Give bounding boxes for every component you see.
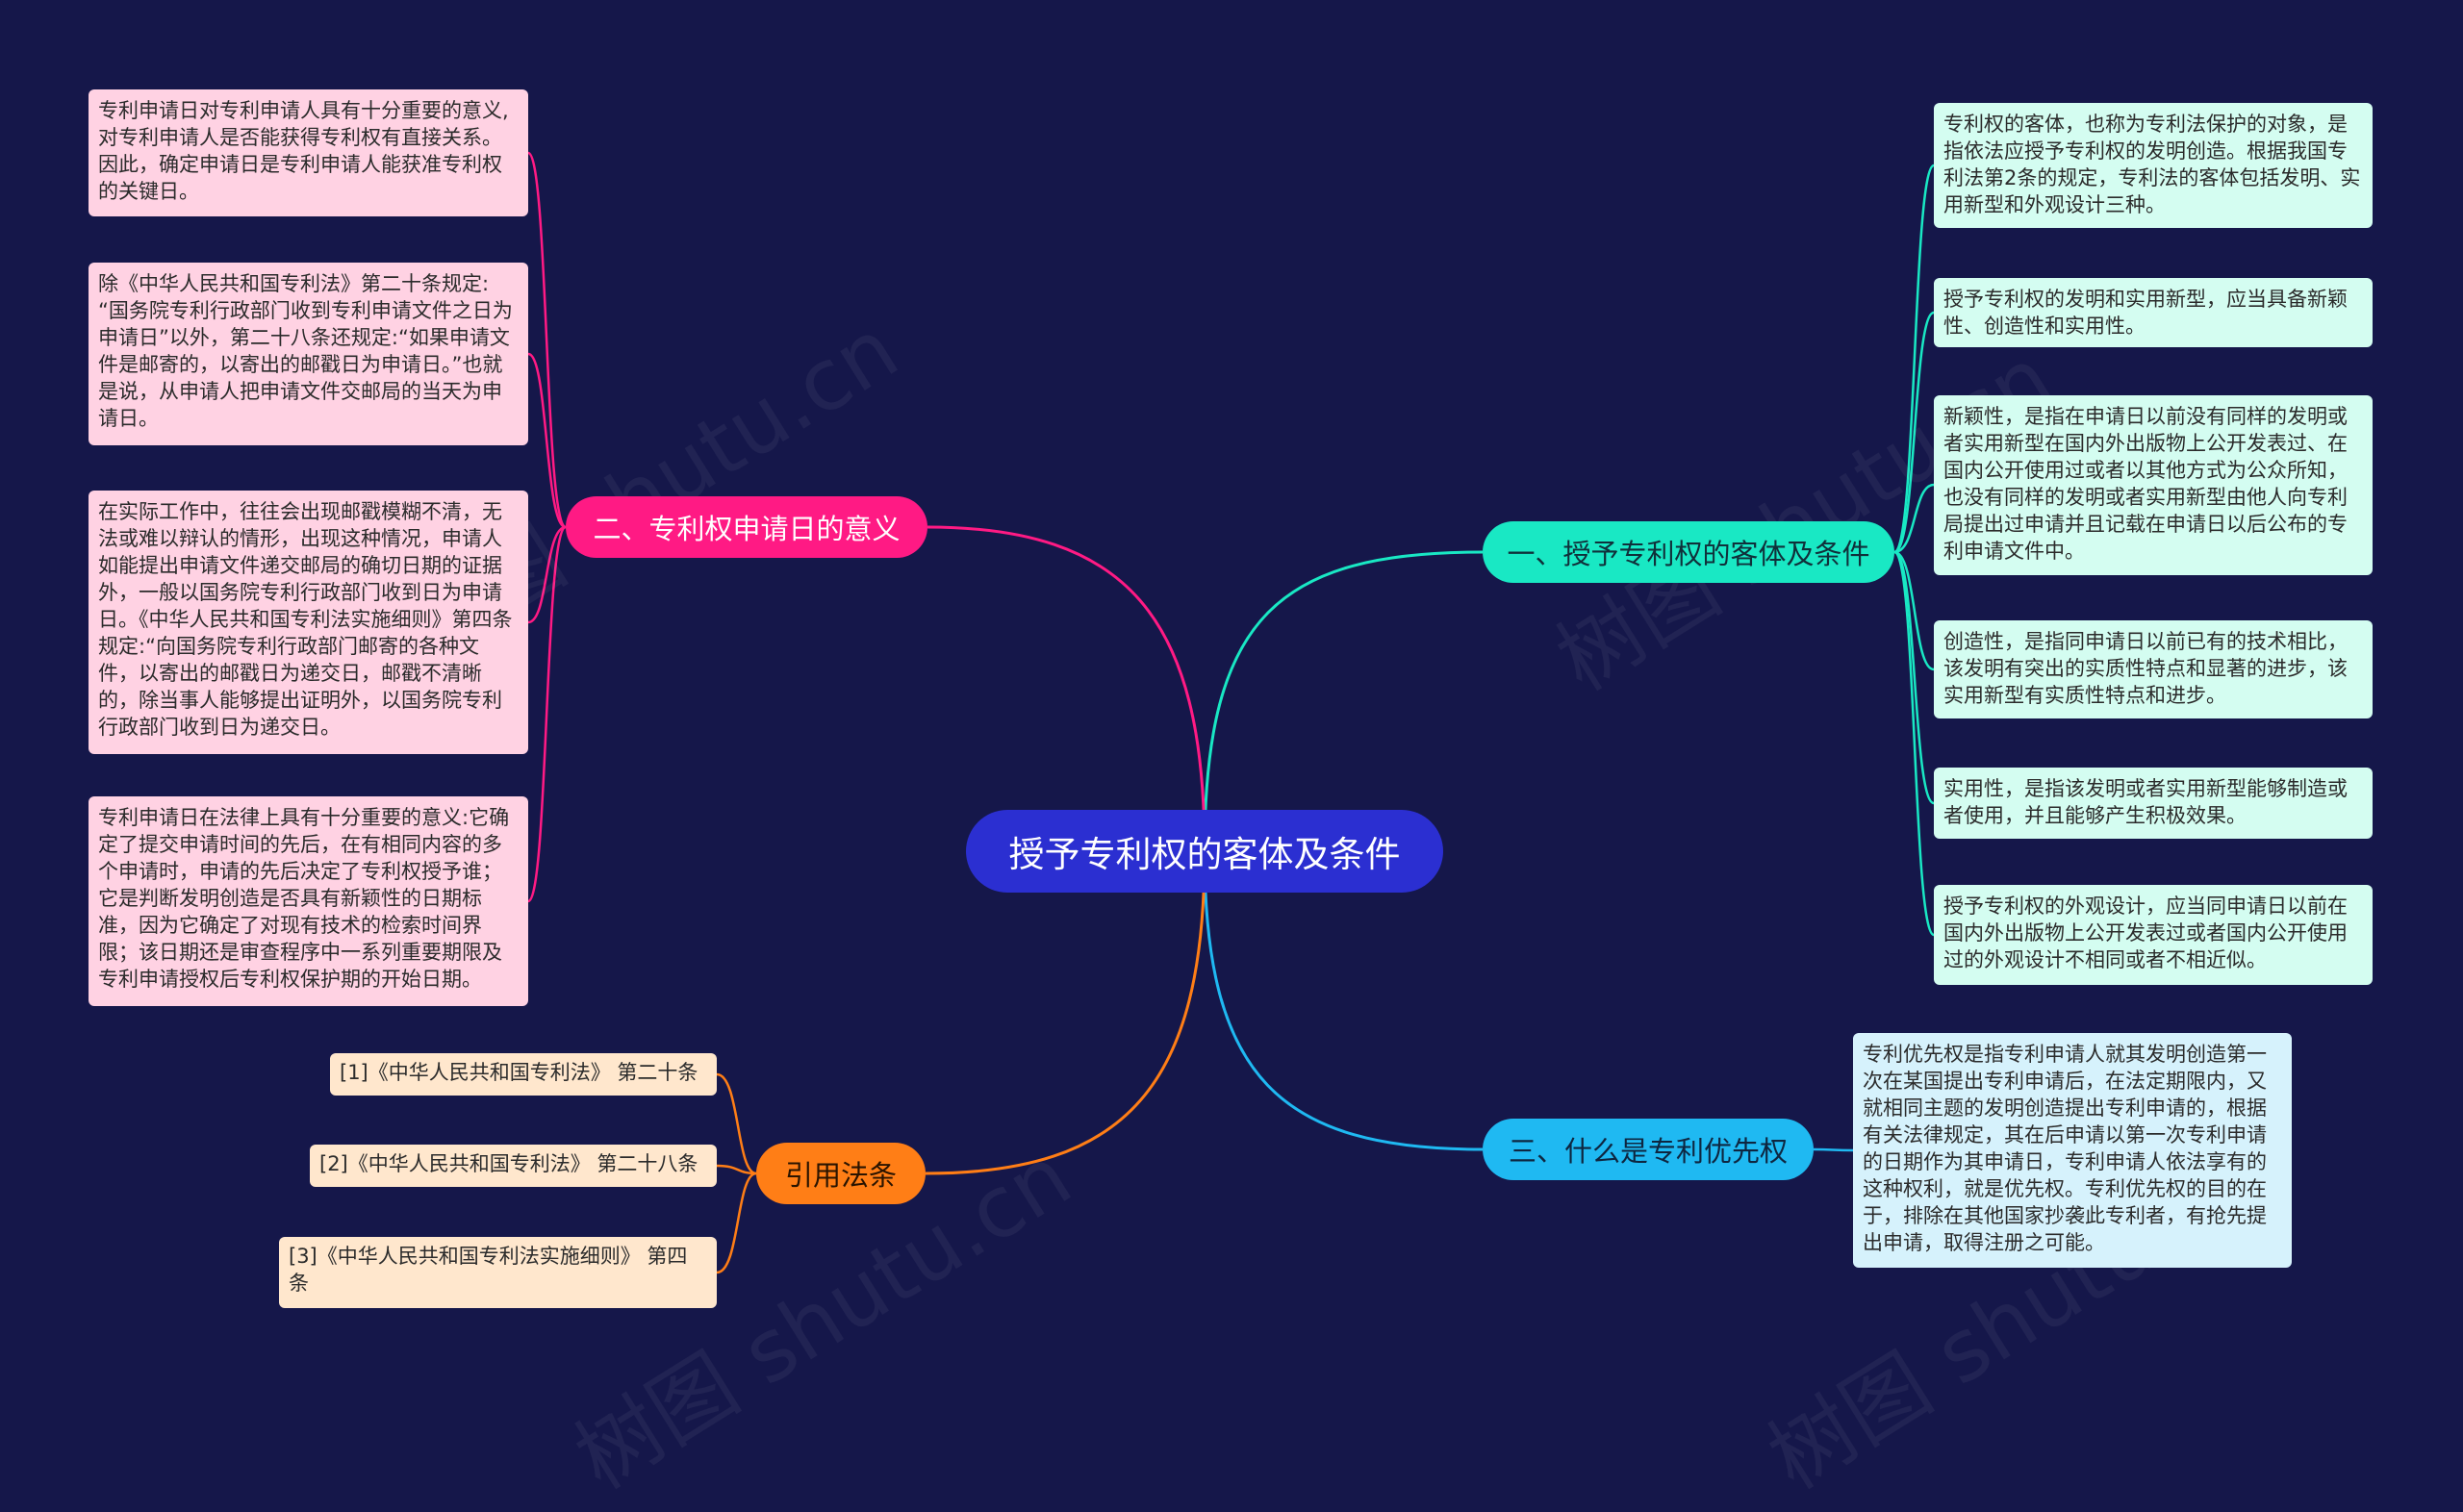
link-pink-leaf-2: [527, 352, 567, 529]
leaf-citation-2[interactable]: [2]《中华人民共和国专利法》 第二十八条: [310, 1145, 717, 1187]
leaf-invention-requirements[interactable]: 授予专利权的发明和实用新型，应当具备新颖性、创造性和实用性。: [1934, 278, 2373, 347]
link-teal-leaf-4: [1893, 550, 1935, 671]
link-blue-leaf-1: [1813, 1147, 1854, 1152]
branch-cited-laws[interactable]: 引用法条: [756, 1143, 926, 1204]
link-teal-leaf-3: [1893, 483, 1935, 554]
link-pink-leaf-3: [527, 525, 567, 624]
link-pink-leaf-4: [526, 525, 568, 903]
leaf-design-requirement[interactable]: 授予专利权的外观设计，应当同申请日以前在国内外出版物上公开发表过或者国内公开使用…: [1934, 885, 2373, 985]
leaf-novelty[interactable]: 新颖性，是指在申请日以前没有同样的发明或者实用新型在国内外出版物上公开发表过、在…: [1934, 395, 2373, 575]
leaf-practicality[interactable]: 实用性，是指该发明或者实用新型能够制造或者使用，并且能够产生积极效果。: [1934, 768, 2373, 839]
link-teal-leaf-1: [1892, 164, 1936, 554]
link-root-branch-1: [1203, 550, 1484, 852]
link-root-branch-3: [1203, 850, 1484, 1151]
link-orange-leaf-3: [716, 1172, 757, 1274]
link-teal-leaf-5: [1893, 550, 1935, 805]
leaf-filing-date-law[interactable]: 除《中华人民共和国专利法》第二十条规定: “国务院专利行政部门收到专利申请文件之…: [89, 263, 528, 445]
leaf-citation-3[interactable]: [3]《中华人民共和国专利法实施细则》 第四条: [279, 1237, 717, 1308]
mindmap-canvas: 树图 shutu.cn 树图 shutu.cn 树图 shutu.cn 树图 s…: [89, 89, 2373, 1508]
branch-filing-date-meaning[interactable]: 二、专利权申请日的意义: [566, 496, 927, 558]
leaf-filing-date-importance[interactable]: 专利申请日对专利申请人具有十分重要的意义,对专利申请人是否能获得专利权有直接关系…: [89, 89, 528, 216]
leaf-priority-definition[interactable]: 专利优先权是指专利申请人就其发明创造第一次在某国提出专利申请后，在法定期限内，又…: [1853, 1033, 2292, 1268]
link-orange-leaf-1: [716, 1072, 757, 1175]
leaf-inventiveness[interactable]: 创造性，是指同申请日以前已有的技术相比，该发明有突出的实质性特点和显著的进步，该…: [1934, 620, 2373, 718]
leaf-patent-subject[interactable]: 专利权的客体，也称为专利法保护的对象，是指依法应授予专利权的发明创造。根据我国专…: [1934, 103, 2373, 228]
link-pink-leaf-1: [526, 151, 568, 529]
branch-subject-and-conditions[interactable]: 一、授予专利权的客体及条件: [1483, 521, 1894, 583]
link-root-branch-refs: [925, 850, 1206, 1175]
link-root-branch-2: [927, 525, 1206, 852]
root-topic[interactable]: 授予专利权的客体及条件: [966, 810, 1443, 893]
link-teal-leaf-2: [1893, 311, 1935, 554]
leaf-citation-1[interactable]: [1]《中华人民共和国专利法》 第二十条: [330, 1053, 717, 1096]
branch-priority-right[interactable]: 三、什么是专利优先权: [1483, 1119, 1814, 1180]
link-orange-leaf-2: [716, 1164, 757, 1175]
leaf-filing-date-legal-significance[interactable]: 专利申请日在法律上具有十分重要的意义:它确定了提交申请时间的先后，在有相同内容的…: [89, 796, 528, 1006]
link-teal-leaf-6: [1892, 550, 1936, 937]
leaf-postmark-practice[interactable]: 在实际工作中，往往会出现邮戳模糊不清，无法或难以辩认的情形，出现这种情况，申请人…: [89, 491, 528, 754]
